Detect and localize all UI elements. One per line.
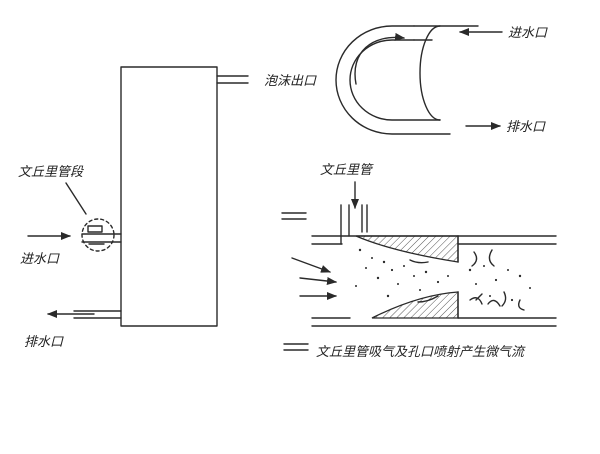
- label-drain-left: 排水口: [24, 335, 64, 350]
- label-caption: 文丘里管吸气及孔口喷射产生微气流: [316, 344, 526, 360]
- venturi-section-marker: [65, 182, 115, 252]
- venturi-detail: [281, 181, 557, 351]
- label-foam-outlet: 泡沫出口: [264, 74, 317, 89]
- label-water-in-left: 进水口: [20, 252, 60, 267]
- label-water-in-right: 进水口: [508, 26, 548, 41]
- label-venturi-tube: 文丘里管: [320, 162, 374, 178]
- circulation-schematic: [335, 25, 479, 135]
- label-drain-right: 排水口: [506, 120, 546, 135]
- foam-column: [73, 66, 249, 327]
- label-venturi-section: 文丘里管段: [18, 164, 85, 180]
